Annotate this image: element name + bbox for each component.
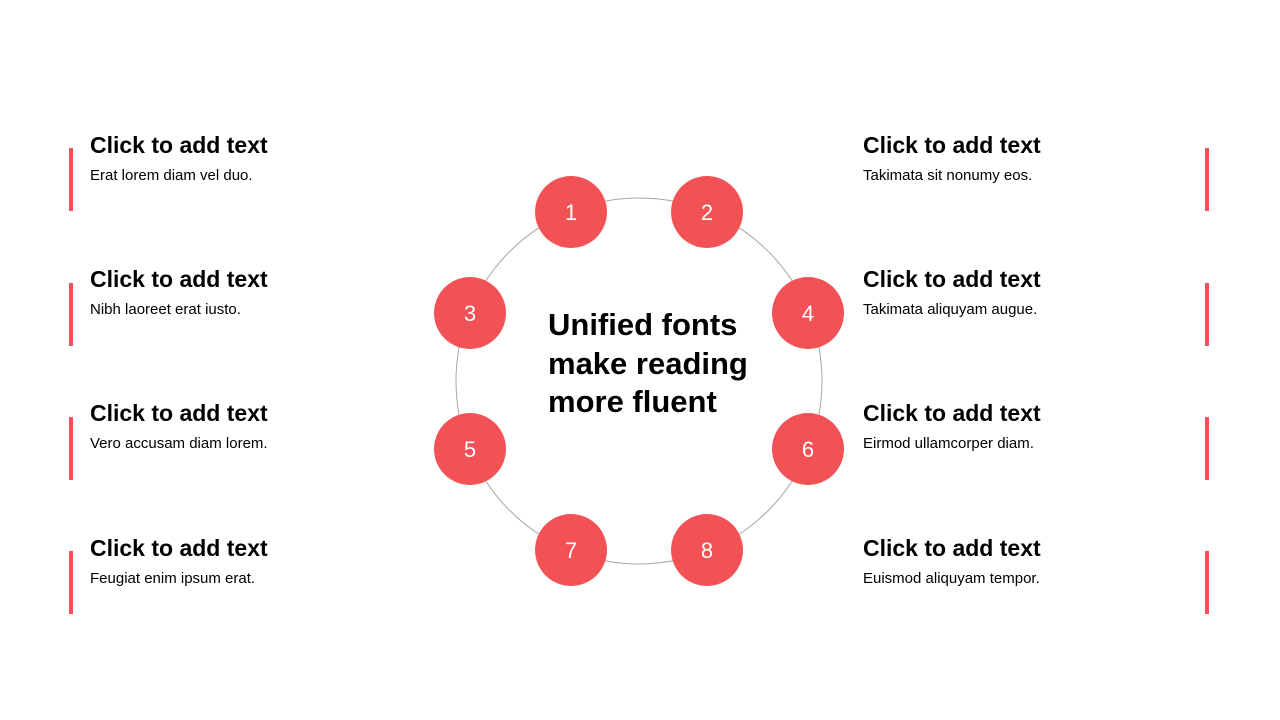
node-number: 2 — [701, 200, 713, 225]
center-heading[interactable]: Unified fonts make reading more fluent — [548, 307, 748, 419]
text-item-1: Click to add text Erat lorem diam vel du… — [90, 131, 390, 185]
accent-bar-right-4 — [1205, 551, 1209, 614]
item-title[interactable]: Click to add text — [90, 535, 268, 561]
node-5[interactable]: 5 — [434, 413, 506, 485]
item-description[interactable]: Erat lorem diam vel duo. — [90, 167, 253, 184]
node-number: 4 — [802, 301, 814, 326]
accent-bar-left-2 — [69, 283, 73, 346]
node-1[interactable]: 1 — [535, 176, 607, 248]
text-item-8: Click to add text Euismod aliquyam tempo… — [863, 534, 1163, 588]
item-description[interactable]: Feugiat enim ipsum erat. — [90, 570, 256, 587]
node-8[interactable]: 8 — [671, 514, 743, 586]
node-number: 8 — [701, 538, 713, 563]
node-number: 1 — [565, 200, 577, 225]
node-number: 6 — [802, 437, 814, 462]
item-description[interactable]: Nibh laoreet erat iusto. — [90, 301, 241, 318]
node-4[interactable]: 4 — [772, 277, 844, 349]
text-item-5: Click to add text Vero accusam diam lore… — [90, 399, 390, 453]
text-item-6: Click to add text Eirmod ullamcorper dia… — [863, 399, 1163, 453]
accent-bar-right-2 — [1205, 283, 1209, 346]
accent-bar-right-3 — [1205, 417, 1209, 480]
accent-bar-left-1 — [69, 148, 73, 211]
node-3[interactable]: 3 — [434, 277, 506, 349]
text-item-3: Click to add text Nibh laoreet erat iust… — [90, 265, 390, 319]
item-description[interactable]: Vero accusam diam lorem. — [90, 435, 268, 452]
item-title[interactable]: Click to add text — [863, 535, 1041, 561]
accent-bar-right-1 — [1205, 148, 1209, 211]
item-title[interactable]: Click to add text — [90, 400, 268, 426]
item-title[interactable]: Click to add text — [90, 132, 268, 158]
item-title[interactable]: Click to add text — [863, 266, 1041, 292]
node-2[interactable]: 2 — [671, 176, 743, 248]
node-number: 3 — [464, 301, 476, 326]
item-description[interactable]: Takimata aliquyam augue. — [863, 301, 1038, 318]
node-7[interactable]: 7 — [535, 514, 607, 586]
accent-bar-left-3 — [69, 417, 73, 480]
accent-bar-left-4 — [69, 551, 73, 614]
item-title[interactable]: Click to add text — [863, 400, 1041, 426]
node-6[interactable]: 6 — [772, 413, 844, 485]
item-description[interactable]: Takimata sit nonumy eos. — [863, 167, 1033, 184]
item-description[interactable]: Euismod aliquyam tempor. — [863, 570, 1040, 587]
node-number: 7 — [565, 538, 577, 563]
item-description[interactable]: Eirmod ullamcorper diam. — [863, 435, 1034, 452]
text-item-2: Click to add text Takimata sit nonumy eo… — [863, 131, 1163, 185]
node-number: 5 — [464, 437, 476, 462]
item-title[interactable]: Click to add text — [90, 266, 268, 292]
text-item-4: Click to add text Takimata aliquyam augu… — [863, 265, 1163, 319]
ring-circle — [455, 197, 823, 565]
text-item-7: Click to add text Feugiat enim ipsum era… — [90, 534, 390, 588]
item-title[interactable]: Click to add text — [863, 132, 1041, 158]
